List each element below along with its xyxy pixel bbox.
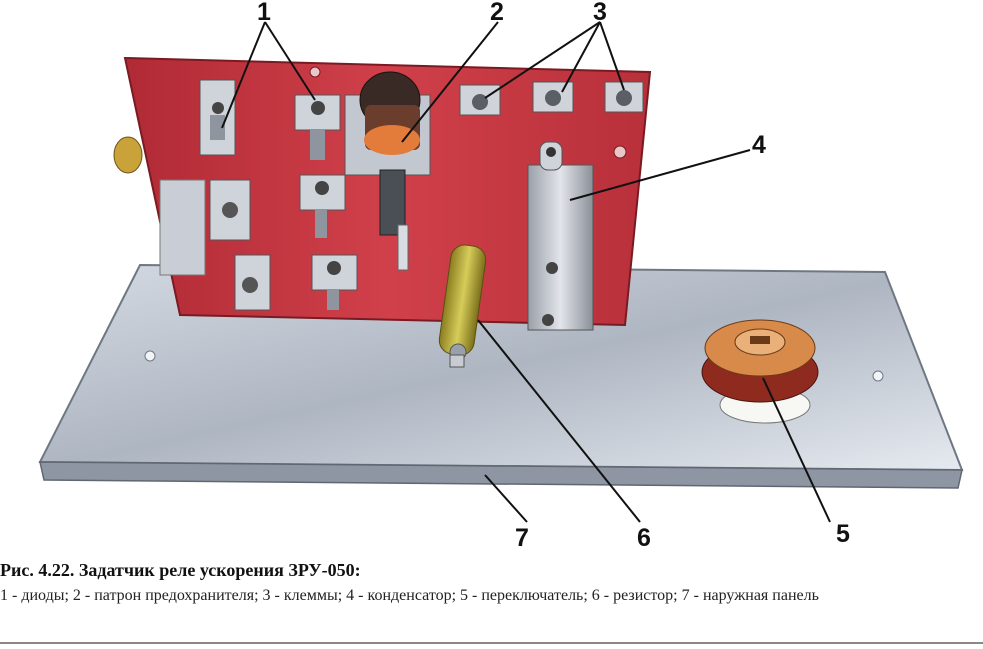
terminal [459,84,501,116]
leader-lines [221,21,831,523]
callout-7: 7 [515,524,529,552]
callout-4: 4 [752,131,766,159]
device-drawing [38,21,964,523]
diode [299,174,346,238]
divider [0,642,983,644]
figure-caption-title: Рис. 4.22. Задатчик реле ускорения ЗРУ-0… [0,560,361,580]
mounting-stud [113,136,143,174]
fuse-holder [344,71,431,271]
capacitor [527,141,594,331]
diode [234,254,271,311]
figure-caption-legend: 1 - диоды; 2 - патрон предохранителя; 3 … [0,587,819,604]
terminals [459,81,644,116]
callout-1: 1 [257,0,271,26]
diode [199,79,236,156]
callout-6: 6 [637,524,651,552]
diode [294,94,341,160]
terminal [604,81,644,113]
board-label-plate [159,179,206,276]
rotary-switch [701,319,819,424]
device-illustration: 1 2 3 4 5 6 7 [38,0,964,552]
callout-2: 2 [490,0,504,26]
callout-3: 3 [593,0,607,26]
diode [209,179,251,241]
diode [311,254,358,310]
diodes [199,79,358,311]
resistor [438,244,487,368]
terminal [532,81,574,113]
callout-5: 5 [836,520,850,548]
